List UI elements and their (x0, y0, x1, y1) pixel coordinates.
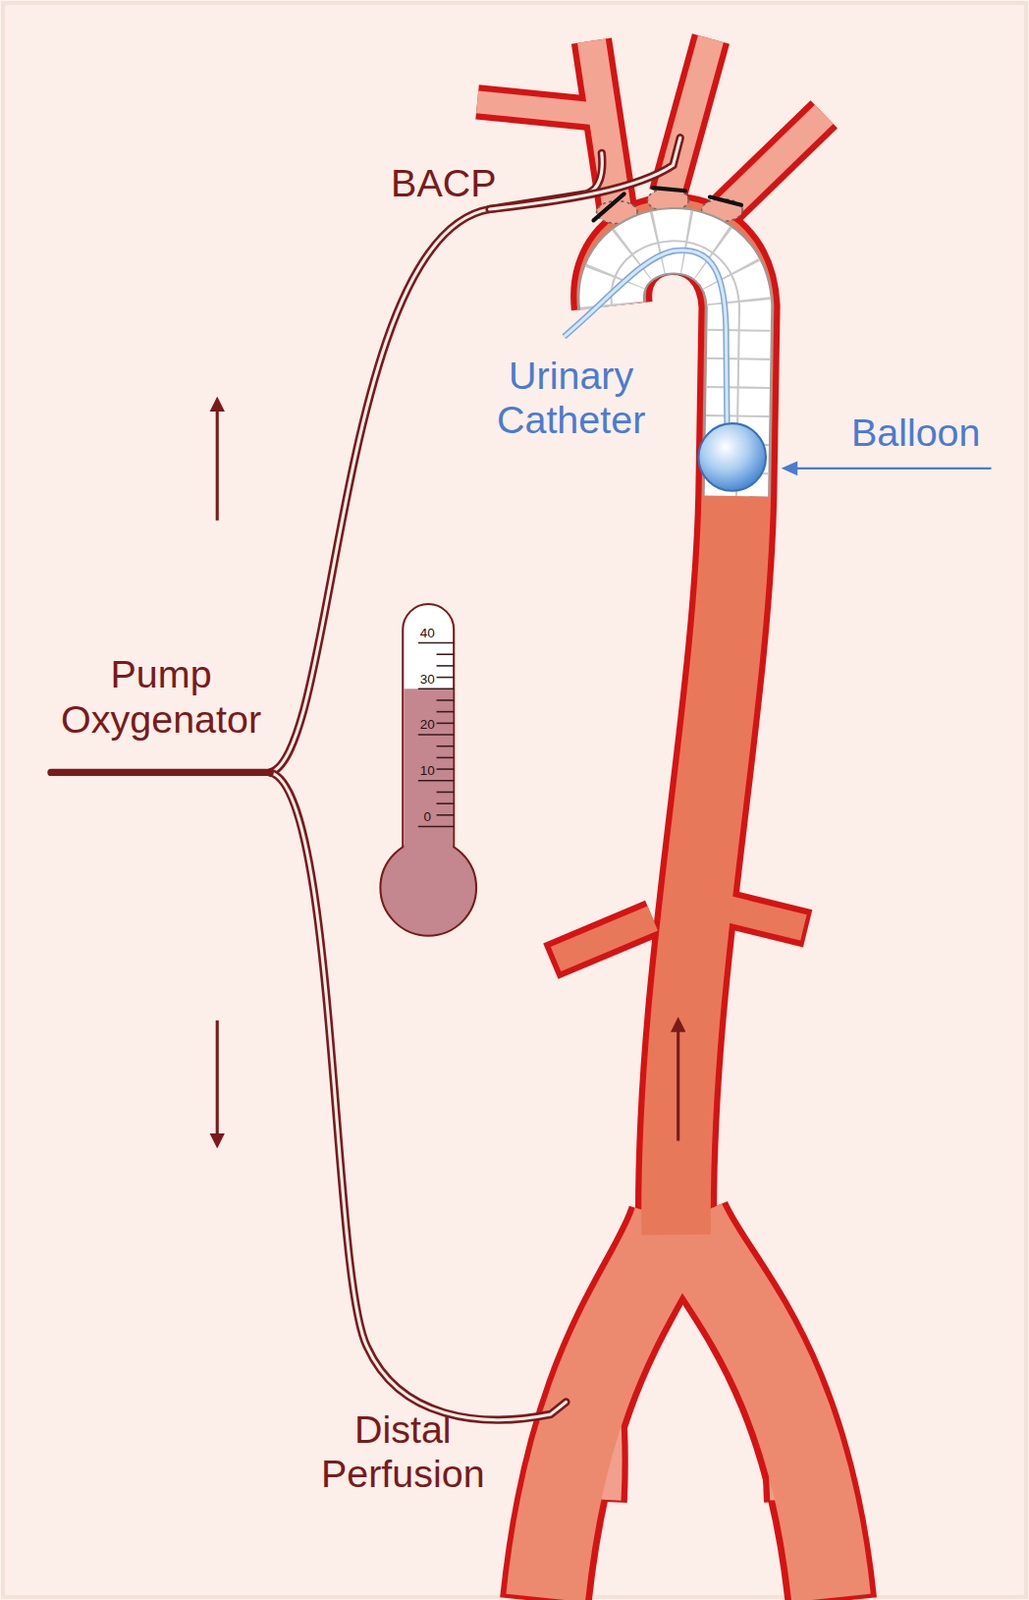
perfusion-label: Distal Perfusion (290, 1407, 516, 1497)
thermometer-tick (436, 813, 455, 816)
thermometer-tick (436, 745, 455, 748)
thermometer-tick (436, 664, 455, 667)
thermometer-tick (436, 767, 455, 770)
scale-number: 40 (406, 625, 448, 642)
thermometer-tick (436, 802, 455, 805)
catheter-label: Urinary Catheter (464, 353, 679, 443)
scale-number: 10 (406, 762, 448, 779)
thermometer-tick (436, 699, 455, 702)
scale-number: 20 (406, 717, 448, 734)
thermometer-tick (436, 710, 455, 713)
pump-label: Pump Oxygenator (38, 651, 283, 742)
thermometer-tick (436, 652, 455, 655)
thermometer-tick (436, 676, 455, 679)
balloon-label: Balloon (823, 411, 1008, 456)
cannula-label: BACP (362, 161, 526, 206)
scale-number: 0 (406, 809, 448, 825)
thermometer-tick (418, 733, 454, 736)
thermometer-tick (418, 825, 454, 828)
thermometer-tick (418, 642, 454, 645)
thermometer-tick (436, 722, 455, 725)
thermometer-tick (436, 791, 455, 794)
thermometer-tick (418, 779, 454, 782)
thermometer-tick (436, 757, 455, 759)
thermometer-tick (418, 687, 454, 690)
scale-number: 30 (406, 671, 448, 688)
